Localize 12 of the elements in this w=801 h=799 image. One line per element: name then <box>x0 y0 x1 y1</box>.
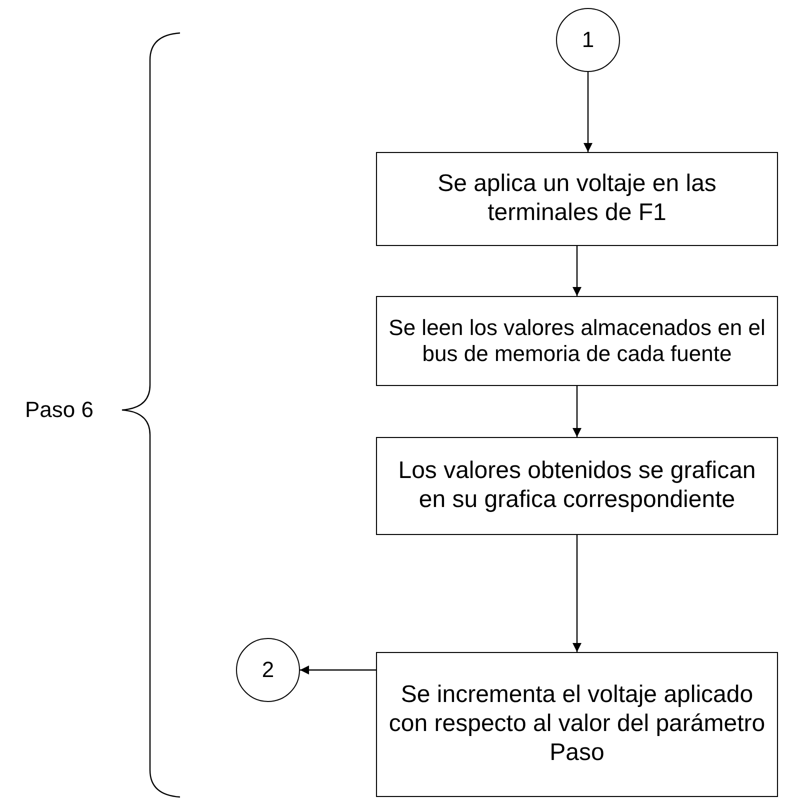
process-box: Los valores obtenidos se grafican en su grafica correspondiente <box>376 437 778 535</box>
arrow <box>584 72 592 152</box>
connector-circle: 1 <box>556 8 620 72</box>
arrow <box>300 666 376 674</box>
process-box: Se aplica un voltaje en las terminales de F1 <box>376 152 778 246</box>
connector-circle: 2 <box>236 638 300 702</box>
arrow <box>572 246 582 296</box>
process-box: Se incrementa el voltaje aplicado con respecto al valor del parámetro Paso <box>376 652 778 797</box>
step-label: Paso 6 <box>25 397 94 423</box>
arrow <box>572 386 582 437</box>
arrow <box>572 535 582 652</box>
process-box: Se leen los valores almacenados en el bus de memoria de cada fuente <box>376 296 778 386</box>
